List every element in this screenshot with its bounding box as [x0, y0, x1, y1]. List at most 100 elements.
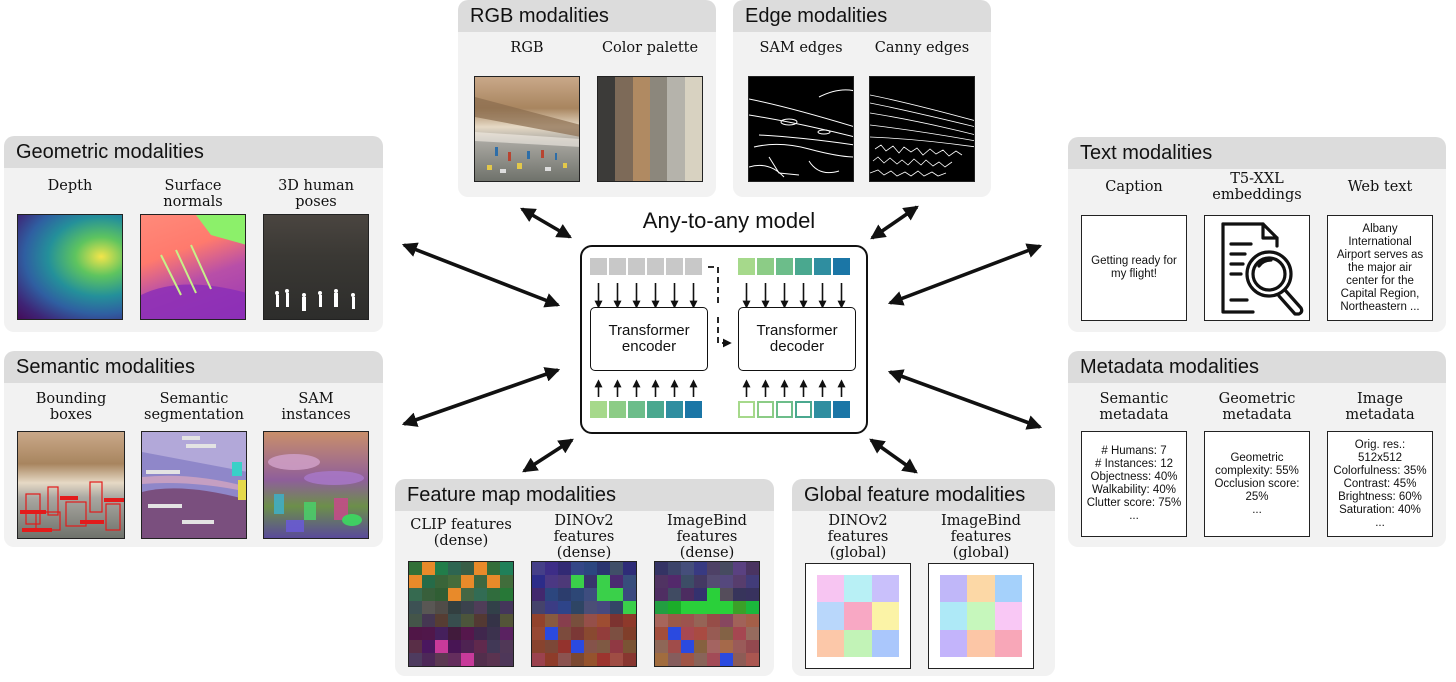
- feature-cell: [707, 575, 720, 588]
- feature-cell: [409, 653, 422, 666]
- feature-cell: [733, 627, 746, 640]
- feature-cell: [435, 575, 448, 588]
- feature-cell: [707, 653, 720, 666]
- feature-cell: [610, 575, 623, 588]
- token: [685, 258, 702, 275]
- feature-cell: [610, 627, 623, 640]
- group-featmap: Feature map modalities CLIP features (de…: [395, 479, 774, 676]
- feature-cell: [694, 614, 707, 627]
- dinov2-global-card: [805, 563, 911, 669]
- token: [814, 258, 831, 275]
- feature-cell: [435, 588, 448, 601]
- global-cell: [844, 602, 872, 630]
- feature-cell: [448, 588, 461, 601]
- group-semantic: Semantic modalities Bounding boxes Seman…: [4, 351, 383, 547]
- feature-cell: [409, 588, 422, 601]
- sam-edges-thumb: [748, 76, 854, 182]
- feature-cell: [532, 627, 545, 640]
- feature-cell: [500, 601, 513, 614]
- feature-cell: [597, 653, 610, 666]
- token: [814, 401, 831, 418]
- feature-cell: [558, 614, 571, 627]
- transformer-decoder: Transformer decoder: [738, 307, 856, 371]
- feature-cell: [435, 614, 448, 627]
- feature-cell: [733, 614, 746, 627]
- feature-cell: [487, 588, 500, 601]
- feature-cell: [584, 627, 597, 640]
- token: [628, 401, 645, 418]
- imagebind-global-card: [928, 563, 1034, 669]
- arrow-rgb: [520, 207, 572, 239]
- feature-cell: [474, 575, 487, 588]
- mod-label: T5-XXL embeddings: [1212, 171, 1302, 203]
- feature-cell: [571, 614, 584, 627]
- feature-cell: [681, 640, 694, 653]
- dinov2-feature-grid: [531, 561, 637, 667]
- feature-cell: [422, 562, 435, 575]
- feature-cell: [733, 562, 746, 575]
- palette-swatch: [649, 77, 668, 181]
- feature-cell: [597, 601, 610, 614]
- feature-cell: [746, 601, 759, 614]
- feature-cell: [681, 653, 694, 666]
- global-cell: [871, 602, 899, 630]
- feature-cell: [435, 653, 448, 666]
- bbox-svg: [20, 481, 124, 532]
- semantic-seg-thumb: [141, 431, 247, 539]
- feature-cell: [733, 640, 746, 653]
- feature-cell: [668, 575, 681, 588]
- feature-cell: [500, 614, 513, 627]
- palette-swatch: [598, 77, 616, 181]
- mod-label: Geometric metadata: [1218, 391, 1296, 423]
- feature-cell: [707, 601, 720, 614]
- feature-cell: [558, 627, 571, 640]
- imagebind-global-grid: [940, 575, 1022, 657]
- token: [647, 258, 664, 275]
- feature-cell: [584, 575, 597, 588]
- token: [609, 401, 626, 418]
- feature-cell: [746, 653, 759, 666]
- mod-label: SAM instances: [281, 391, 351, 423]
- feature-cell: [623, 627, 636, 640]
- mod-label: DINOv2 features (global): [827, 513, 889, 561]
- model-title: Any-to-any model: [642, 208, 816, 233]
- mod-label: Web text: [1347, 179, 1413, 195]
- global-cell: [967, 602, 995, 630]
- feature-cell: [623, 614, 636, 627]
- feature-cell: [655, 653, 668, 666]
- feature-cell: [655, 640, 668, 653]
- mod-label: RGB: [510, 40, 544, 56]
- global-cell: [871, 629, 899, 657]
- palette-swatch: [615, 77, 633, 181]
- group-rgb: RGB modalities RGB Color palette: [458, 0, 716, 197]
- group-title: Feature map modalities: [395, 479, 774, 511]
- feature-cell: [720, 575, 733, 588]
- feature-cell: [707, 614, 720, 627]
- feature-cell: [448, 601, 461, 614]
- mod-label: ImageBind features (global): [941, 513, 1021, 561]
- feature-cell: [461, 575, 474, 588]
- token: [776, 401, 793, 418]
- feature-cell: [597, 614, 610, 627]
- global-cell: [817, 629, 845, 657]
- feature-cell: [584, 653, 597, 666]
- canny-edges-svg: [870, 94, 974, 177]
- feature-cell: [448, 562, 461, 575]
- feature-cell: [532, 575, 545, 588]
- feature-cell: [571, 627, 584, 640]
- feature-cell: [474, 588, 487, 601]
- feature-cell: [694, 653, 707, 666]
- token: [628, 258, 645, 275]
- feature-cell: [545, 575, 558, 588]
- feature-cell: [720, 601, 733, 614]
- group-title: Metadata modalities: [1068, 351, 1446, 383]
- sam-inst-svg: [268, 454, 364, 532]
- feature-cell: [694, 562, 707, 575]
- feature-cell: [707, 562, 720, 575]
- token: [776, 258, 793, 275]
- feature-cell: [571, 575, 584, 588]
- global-cell: [817, 602, 845, 630]
- feature-cell: [545, 601, 558, 614]
- feature-cell: [558, 601, 571, 614]
